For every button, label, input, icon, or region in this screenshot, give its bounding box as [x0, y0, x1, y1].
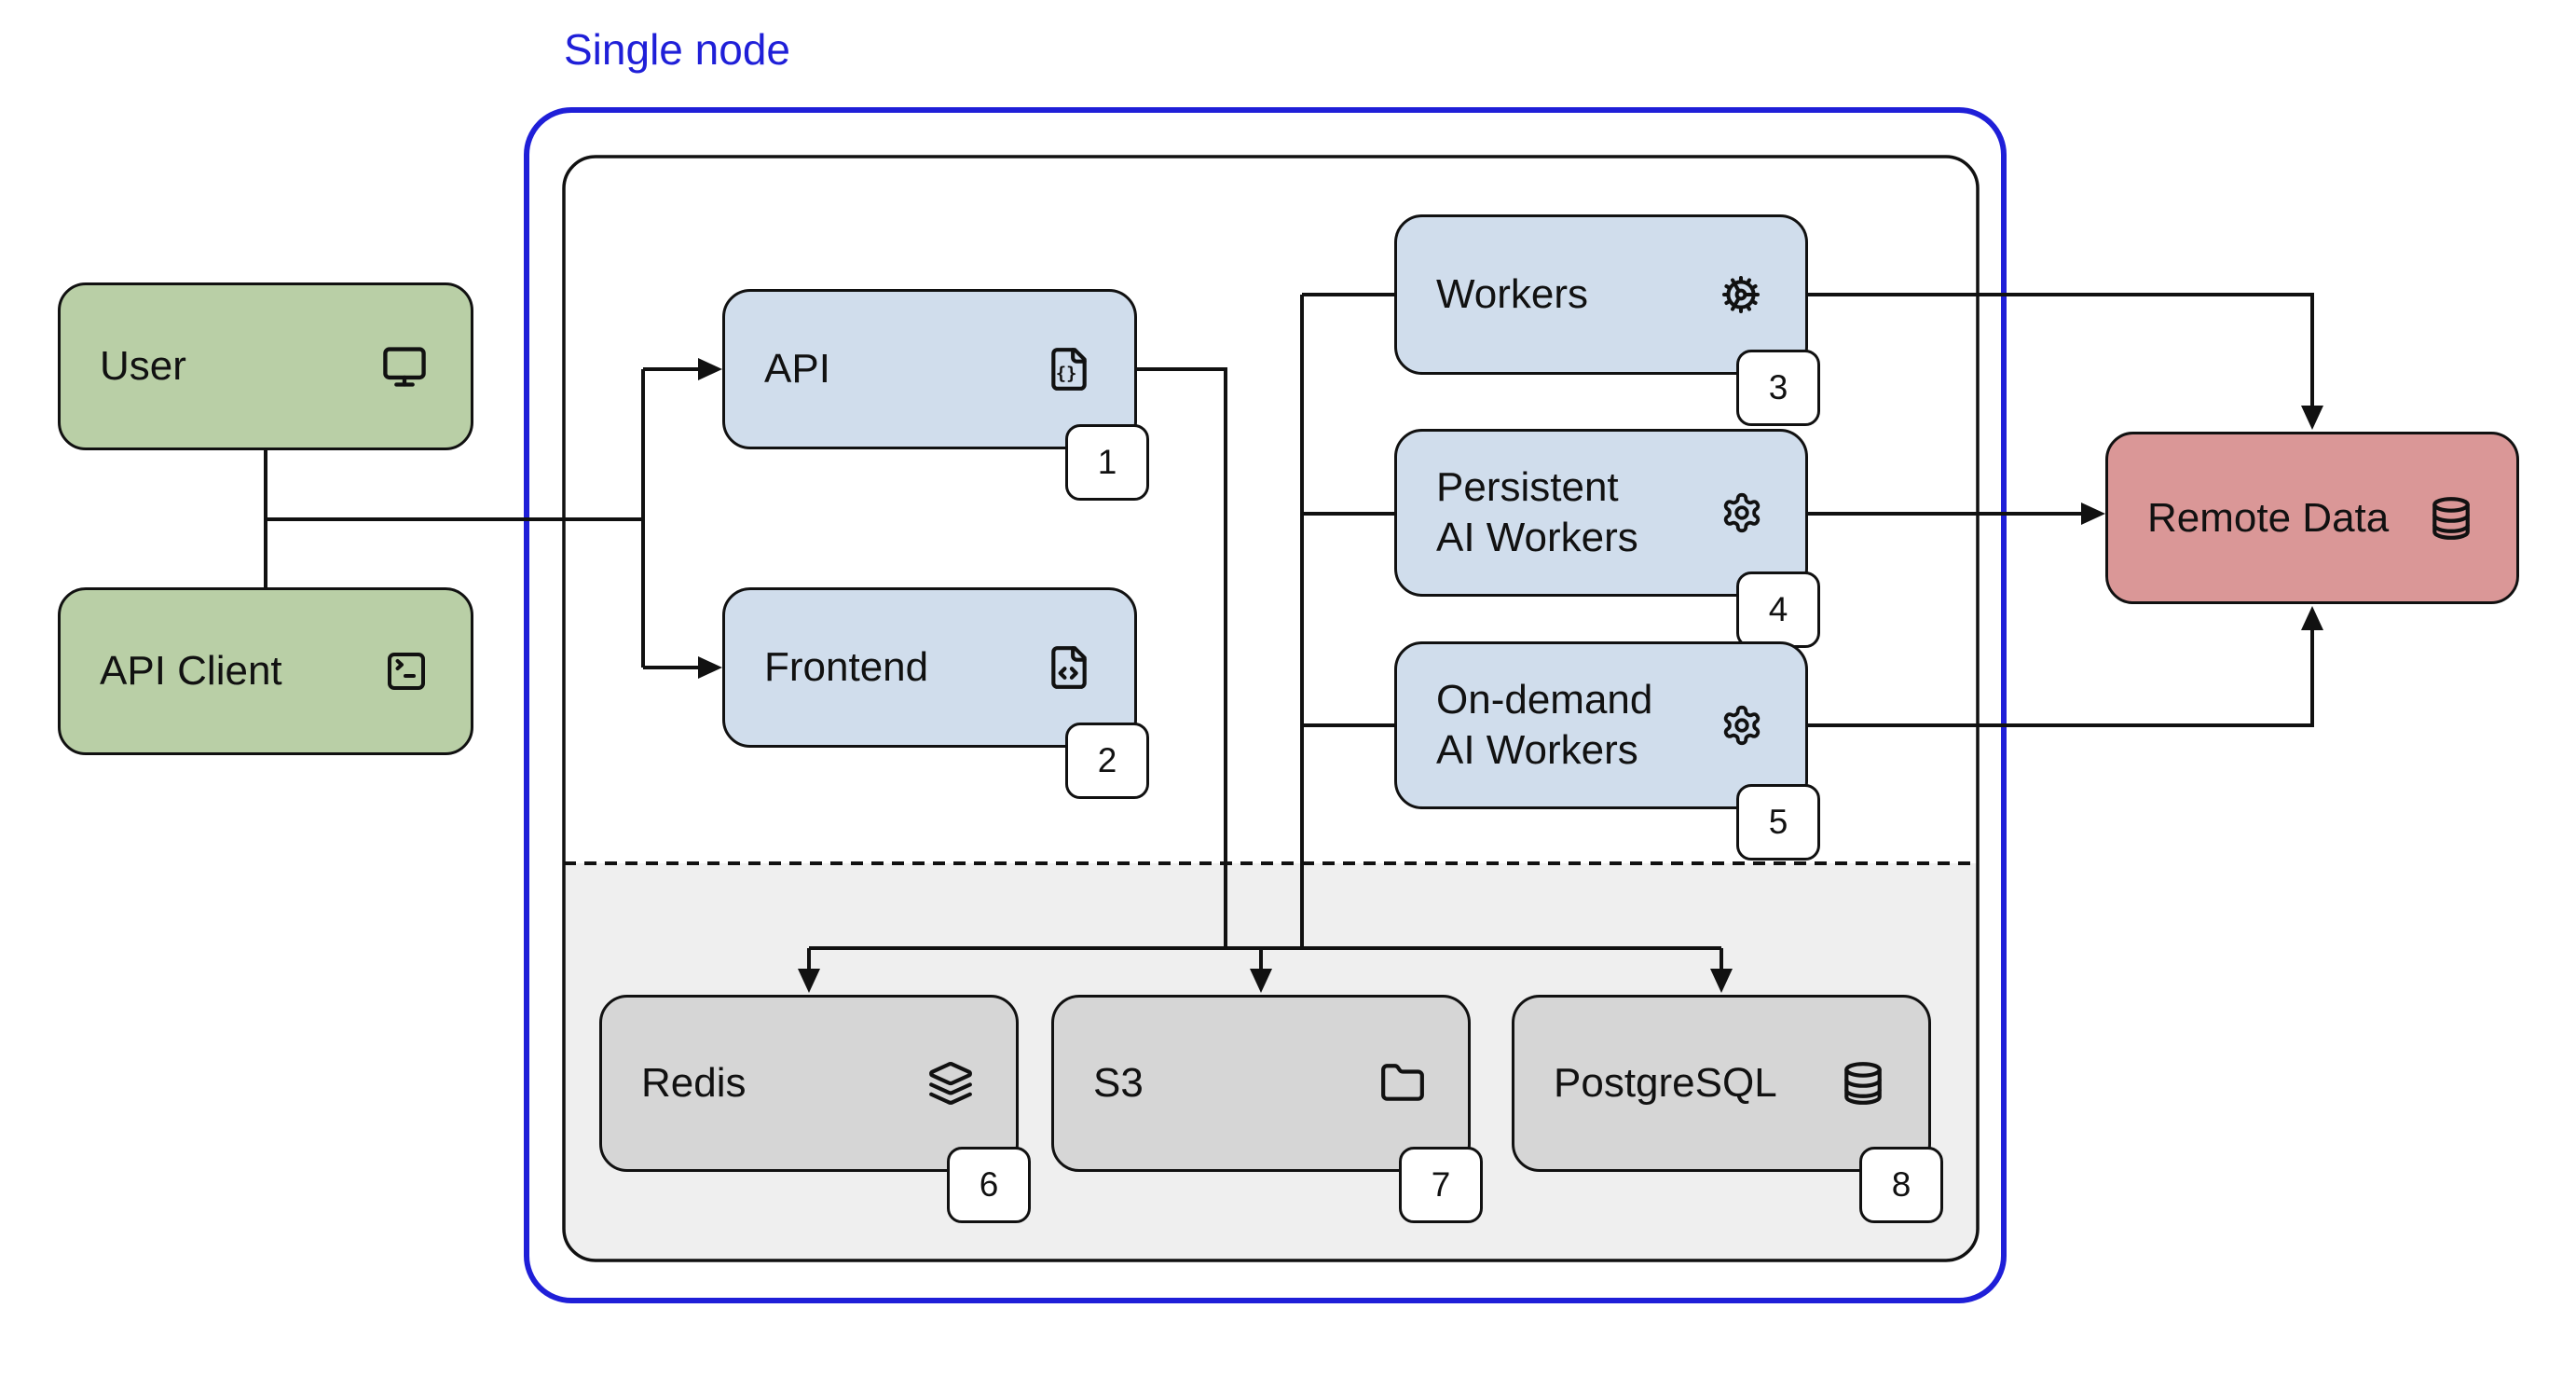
- node-persistent-ai-workers: Persistent AI Workers 4: [1394, 429, 1820, 648]
- edges: [264, 293, 2314, 969]
- node-badge: 1: [1065, 424, 1149, 501]
- cog-icon: [1722, 276, 1760, 313]
- node-badge: 2: [1065, 723, 1149, 799]
- node-label: API Client: [100, 648, 282, 694]
- single-node-boundary: [524, 107, 2007, 1303]
- node-label: S3: [1093, 1060, 1144, 1106]
- file-code-icon: [1051, 646, 1087, 689]
- terminal-icon: [388, 653, 425, 690]
- inner-boundary: [562, 155, 1980, 1262]
- node-redis: Redis 6: [599, 995, 1031, 1223]
- arrowheads: [698, 358, 2323, 993]
- settings-gear-icon: [1723, 492, 1761, 533]
- node-badge: 6: [947, 1147, 1031, 1223]
- node-badge: 4: [1736, 571, 1820, 648]
- node-label-line1: Persistent: [1436, 464, 1619, 510]
- node-workers: Workers 3: [1394, 214, 1820, 426]
- node-badge: 3: [1736, 350, 1820, 426]
- single-node-title: Single node: [564, 25, 790, 74]
- node-api-client: API Client: [58, 587, 473, 755]
- node-label: User: [100, 343, 186, 389]
- folder-icon: [1381, 1064, 1424, 1101]
- node-label: Workers: [1436, 271, 1588, 317]
- node-label: Persistent AI Workers: [1436, 462, 1638, 563]
- node-label: Redis: [641, 1060, 747, 1106]
- node-label: Remote Data: [2147, 494, 2390, 541]
- node-api: API {} 1: [722, 289, 1149, 501]
- node-label: Frontend: [764, 644, 929, 690]
- node-on-demand-ai-workers: On-demand AI Workers 5: [1394, 641, 1820, 861]
- svg-text:{}: {}: [1056, 364, 1077, 383]
- node-label-line1: On-demand: [1436, 677, 1653, 723]
- node-badge: 8: [1859, 1147, 1943, 1223]
- node-label-line2: AI Workers: [1436, 515, 1638, 560]
- node-badge: 5: [1736, 784, 1820, 861]
- settings-gear-icon: [1723, 705, 1761, 746]
- database-icon: [1844, 1062, 1882, 1105]
- node-frontend: Frontend 2: [722, 587, 1149, 799]
- monitor-icon: [383, 347, 426, 387]
- node-label: On-demand AI Workers: [1436, 675, 1652, 776]
- node-postgresql: PostgreSQL 8: [1512, 995, 1943, 1223]
- node-label: PostgreSQL: [1554, 1060, 1777, 1106]
- node-s3: S3 7: [1051, 995, 1483, 1223]
- node-remote-data: Remote Data: [2105, 432, 2519, 604]
- layers-icon: [929, 1062, 972, 1105]
- node-label-line2: AI Workers: [1436, 727, 1638, 773]
- database-icon: [2432, 496, 2470, 540]
- node-badge: 7: [1399, 1147, 1483, 1223]
- file-code-braces-icon: {}: [1051, 348, 1087, 391]
- node-user: User: [58, 282, 473, 450]
- node-label: API: [764, 346, 830, 392]
